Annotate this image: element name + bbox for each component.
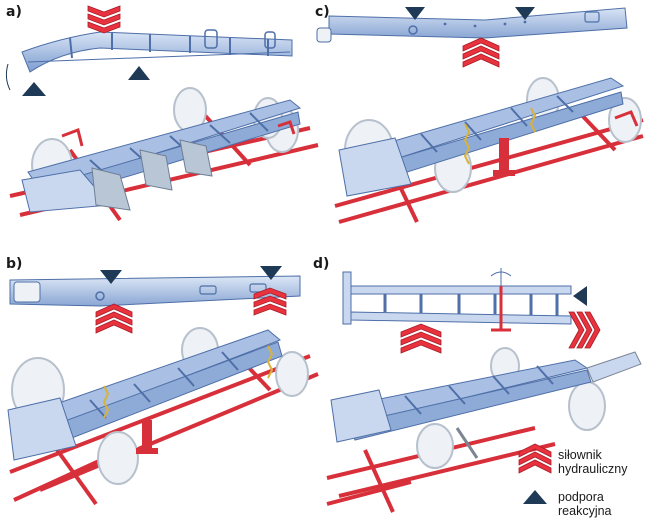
reaction-support-icon	[573, 286, 587, 306]
hydraulic-actuator-icon	[462, 37, 500, 68]
legend-support-line1: podpora	[558, 490, 604, 504]
frame-side-view-b	[9, 275, 301, 307]
panel-label-b: b)	[6, 256, 23, 272]
chassis-3d-c	[334, 77, 644, 224]
hydraulic-actuator-icon	[95, 303, 133, 334]
panel-label-d: d)	[313, 256, 330, 272]
hydraulic-actuator-icon	[400, 323, 442, 354]
legend-actuator-line2: hydrauliczny	[558, 462, 628, 476]
chassis-3d-b	[7, 327, 319, 506]
panel-label-a: a)	[6, 4, 22, 20]
bench-rails	[9, 348, 319, 506]
legend: siłownik hydrauliczny podpora reakcyjna	[515, 440, 650, 519]
hydraulic-actuator-icon	[568, 311, 601, 349]
panel-label-c: c)	[315, 4, 330, 20]
reaction-support-icon	[523, 490, 547, 504]
frame-side-view-c	[316, 7, 628, 43]
reaction-support-icon	[405, 7, 425, 20]
reaction-support-icon	[128, 66, 150, 80]
hydraulic-actuator-icon	[518, 443, 552, 474]
reaction-support-icon	[260, 266, 282, 280]
hydraulic-actuator-icon	[253, 287, 287, 316]
legend-actuator-label: siłownik hydrauliczny	[558, 448, 627, 476]
hydraulic-actuator-icon	[87, 5, 121, 34]
frame-top-view-a	[5, 29, 293, 91]
reaction-support-icon	[100, 270, 122, 284]
reaction-support-icon	[22, 82, 46, 96]
panel-a: a)	[0, 0, 325, 250]
legend-support-label: podpora reakcyjna	[558, 490, 612, 518]
reaction-support-icon	[515, 7, 535, 20]
panel-c: c)	[315, 0, 650, 250]
panel-b: b)	[0, 250, 325, 519]
chassis-3d-a	[9, 87, 319, 222]
legend-actuator-line1: siłownik	[558, 448, 602, 462]
frame-top-view-d	[342, 268, 572, 332]
legend-support-line2: reakcyjna	[558, 504, 612, 518]
